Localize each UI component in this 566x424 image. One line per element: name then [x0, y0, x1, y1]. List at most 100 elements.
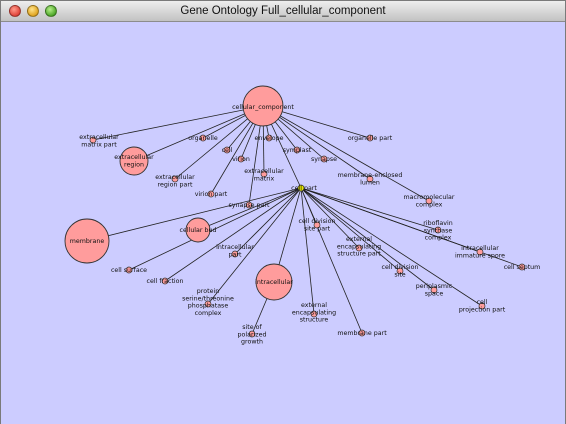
node-label-line: region [124, 161, 144, 168]
node-membrane[interactable] [64, 218, 110, 264]
node-label-line: complex [416, 201, 443, 208]
window-title: Gene Ontology Full_cellular_component [180, 5, 386, 17]
node-label-line: membrane-enclosed [338, 172, 403, 179]
node-label-organelle: organelle [188, 135, 218, 142]
node-label-line: cell division [382, 264, 419, 271]
node-label-line: phosphatase [188, 303, 229, 310]
node-label-line: cell division [299, 218, 336, 225]
graph-edge [164, 187, 302, 282]
node-label-line: structure [300, 317, 329, 324]
node-envelope[interactable] [265, 134, 273, 142]
node-virion[interactable] [237, 155, 245, 163]
graph-edge [300, 187, 315, 315]
minimize-window-button[interactable] [27, 5, 39, 17]
node-extracellular-region-part[interactable] [171, 175, 179, 183]
graph-edge [300, 187, 360, 249]
node-label-virion: virion [232, 156, 250, 163]
node-cell-projection-part[interactable] [478, 302, 486, 310]
node-membrane-enclosed-lumen[interactable] [366, 175, 374, 183]
node-label-line: external [346, 236, 372, 243]
node-intracellular-immature-spore[interactable] [476, 248, 484, 256]
node-extracellular-matrix-part[interactable] [89, 136, 97, 144]
node-membrane-part[interactable] [358, 329, 366, 337]
node-label-intracellular: intracellular [255, 279, 293, 286]
node-label-line: site [394, 271, 405, 278]
graph-edge [262, 105, 371, 180]
node-cell[interactable] [223, 146, 231, 154]
node-external-encapsulating-structure[interactable] [310, 310, 318, 318]
node-riboflavin-synthase-complex[interactable] [434, 226, 442, 234]
node-synapse-part[interactable] [245, 201, 253, 209]
node-label-synapse: synapse [311, 156, 337, 163]
node-label-line: organelle part [348, 135, 393, 142]
node-label-line: site of [242, 324, 262, 331]
node-label-line: cell [222, 147, 233, 154]
node-cell-part[interactable] [297, 184, 305, 192]
node-site-of-polarized-growth[interactable] [248, 330, 256, 338]
node-label-cell-fraction: cell fraction [146, 278, 183, 285]
node-cell-septum[interactable] [518, 263, 526, 271]
node-protein-serine-threonine-phosphatase-complex[interactable] [204, 300, 212, 308]
node-label-line: complex [195, 310, 222, 317]
node-label-line: polarized [238, 331, 267, 338]
node-label-line: virion part [195, 191, 228, 198]
node-label-line: synthase [424, 227, 453, 234]
node-periplasmic-space[interactable] [430, 286, 438, 294]
graph-edge [86, 187, 302, 242]
node-label-synapse-part: synapse part [229, 202, 270, 209]
node-organelle-part[interactable] [366, 134, 374, 142]
node-label-line: complex [425, 235, 452, 242]
node-label-membrane-part: membrane part [337, 330, 387, 337]
node-label-line: lumen [360, 179, 380, 186]
zoom-window-button[interactable] [45, 5, 57, 17]
node-cellular-bud[interactable] [185, 217, 211, 243]
graph-edge [128, 187, 302, 271]
graph-edge [262, 105, 430, 202]
graph-edge [197, 187, 302, 231]
node-organelle[interactable] [199, 134, 207, 142]
node-label-line: growth [241, 339, 263, 346]
node-macromolecular-complex[interactable] [425, 197, 433, 205]
title-bar[interactable]: Gene Ontology Full_cellular_component [1, 1, 565, 22]
node-label-line: membrane part [337, 330, 387, 337]
node-label-line: intracellular [255, 279, 293, 286]
node-cell-division-site-part[interactable] [313, 221, 321, 229]
node-cell-fraction[interactable] [161, 277, 169, 285]
node-intracellular-part[interactable] [231, 250, 239, 258]
node-label-line: cell part [291, 185, 317, 192]
node-cell-surface[interactable] [125, 266, 133, 274]
node-symplast[interactable] [293, 146, 301, 154]
node-synapse[interactable] [320, 155, 328, 163]
graph-edge [300, 187, 435, 291]
node-label-line: protein [197, 288, 219, 295]
node-label-line: site part [304, 225, 331, 232]
node-cell-division-site[interactable] [396, 267, 404, 275]
node-virion-part[interactable] [207, 190, 215, 198]
close-window-button[interactable] [9, 5, 21, 17]
node-intracellular[interactable] [255, 263, 293, 301]
node-label-line: encapsulating [337, 243, 381, 250]
node-label-cellular-component: cellular_component [232, 104, 294, 111]
node-label-organelle-part: organelle part [348, 135, 393, 142]
node-label-cellular-bud: cellular bud [179, 227, 216, 234]
node-label-line: cell surface [111, 267, 147, 274]
node-label-line: external [301, 302, 327, 309]
node-cellular-component[interactable] [242, 85, 284, 127]
node-label-line: serine/threonine [182, 295, 234, 302]
graph-edge [300, 187, 439, 231]
graph-edge [92, 105, 264, 141]
node-extracellular-region[interactable] [119, 146, 149, 176]
node-external-encapsulating-structure-part[interactable] [355, 244, 363, 252]
node-extracellular-matrix[interactable] [260, 170, 268, 178]
